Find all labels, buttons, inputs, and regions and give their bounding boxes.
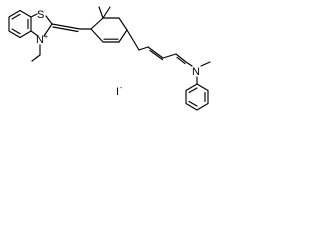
cyclohexene-ring bbox=[90, 17, 128, 43]
gem-dimethyl-group bbox=[98, 6, 111, 19]
positive-charge-label: + bbox=[44, 34, 48, 41]
methine-bridge bbox=[51, 23, 92, 33]
sulfur-atom-label: S bbox=[37, 9, 44, 21]
benzothiazole-benzene-ring bbox=[8, 9, 32, 39]
ethyl-group bbox=[31, 44, 41, 62]
iodide-charge-label: - bbox=[120, 85, 123, 92]
polymethine-chain bbox=[126, 29, 187, 65]
benzothiazolium-nitrogen-label: N bbox=[36, 34, 44, 46]
iodide-counter-ion-label: I bbox=[116, 86, 119, 98]
amine-nitrogen-label: N bbox=[192, 66, 200, 78]
n-methyl-aniline-group bbox=[185, 61, 211, 111]
chemical-structure-diagram: S N + N I - bbox=[8, 6, 211, 111]
thiazolium-ring bbox=[30, 13, 53, 37]
